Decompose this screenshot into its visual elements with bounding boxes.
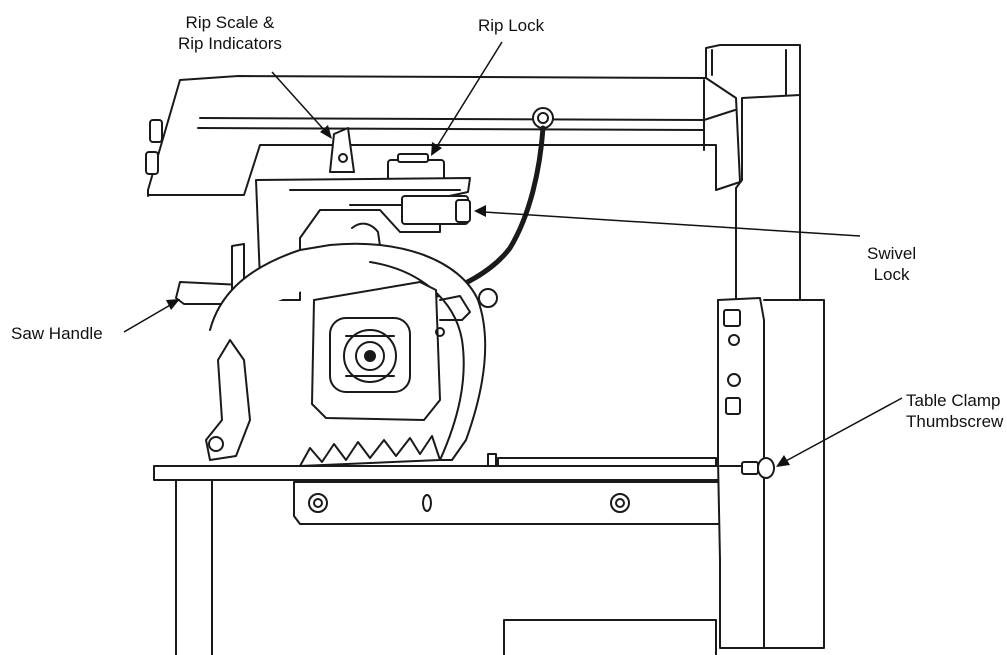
arrow-rip-lock: [431, 41, 503, 156]
arrow-saw-handle: [123, 299, 180, 333]
rip-scale-indicator: [329, 127, 355, 173]
rip-lock: [387, 153, 445, 183]
base-cabinet: [503, 297, 825, 655]
swivel-lock-label: Swivel Lock: [867, 244, 917, 284]
rip-scale-label: Rip Scale & Rip Indicators: [178, 13, 282, 53]
saw-handle-label: Saw Handle: [11, 324, 103, 343]
table-clamp-thumbscrew: [719, 457, 775, 479]
blade-guard: [205, 242, 487, 461]
swivel-lock: [401, 195, 471, 225]
arrow-table-clamp: [776, 397, 903, 467]
table-clamp-label: Table Clamp Thumbscrew: [906, 391, 1004, 431]
arrow-swivel-lock: [474, 205, 861, 237]
front-rail-bracket: [293, 481, 745, 525]
motor: [311, 281, 498, 421]
saw-blade: [299, 435, 441, 467]
rip-lock-label: Rip Lock: [478, 16, 545, 35]
arrow-rip-scale: [271, 71, 332, 139]
